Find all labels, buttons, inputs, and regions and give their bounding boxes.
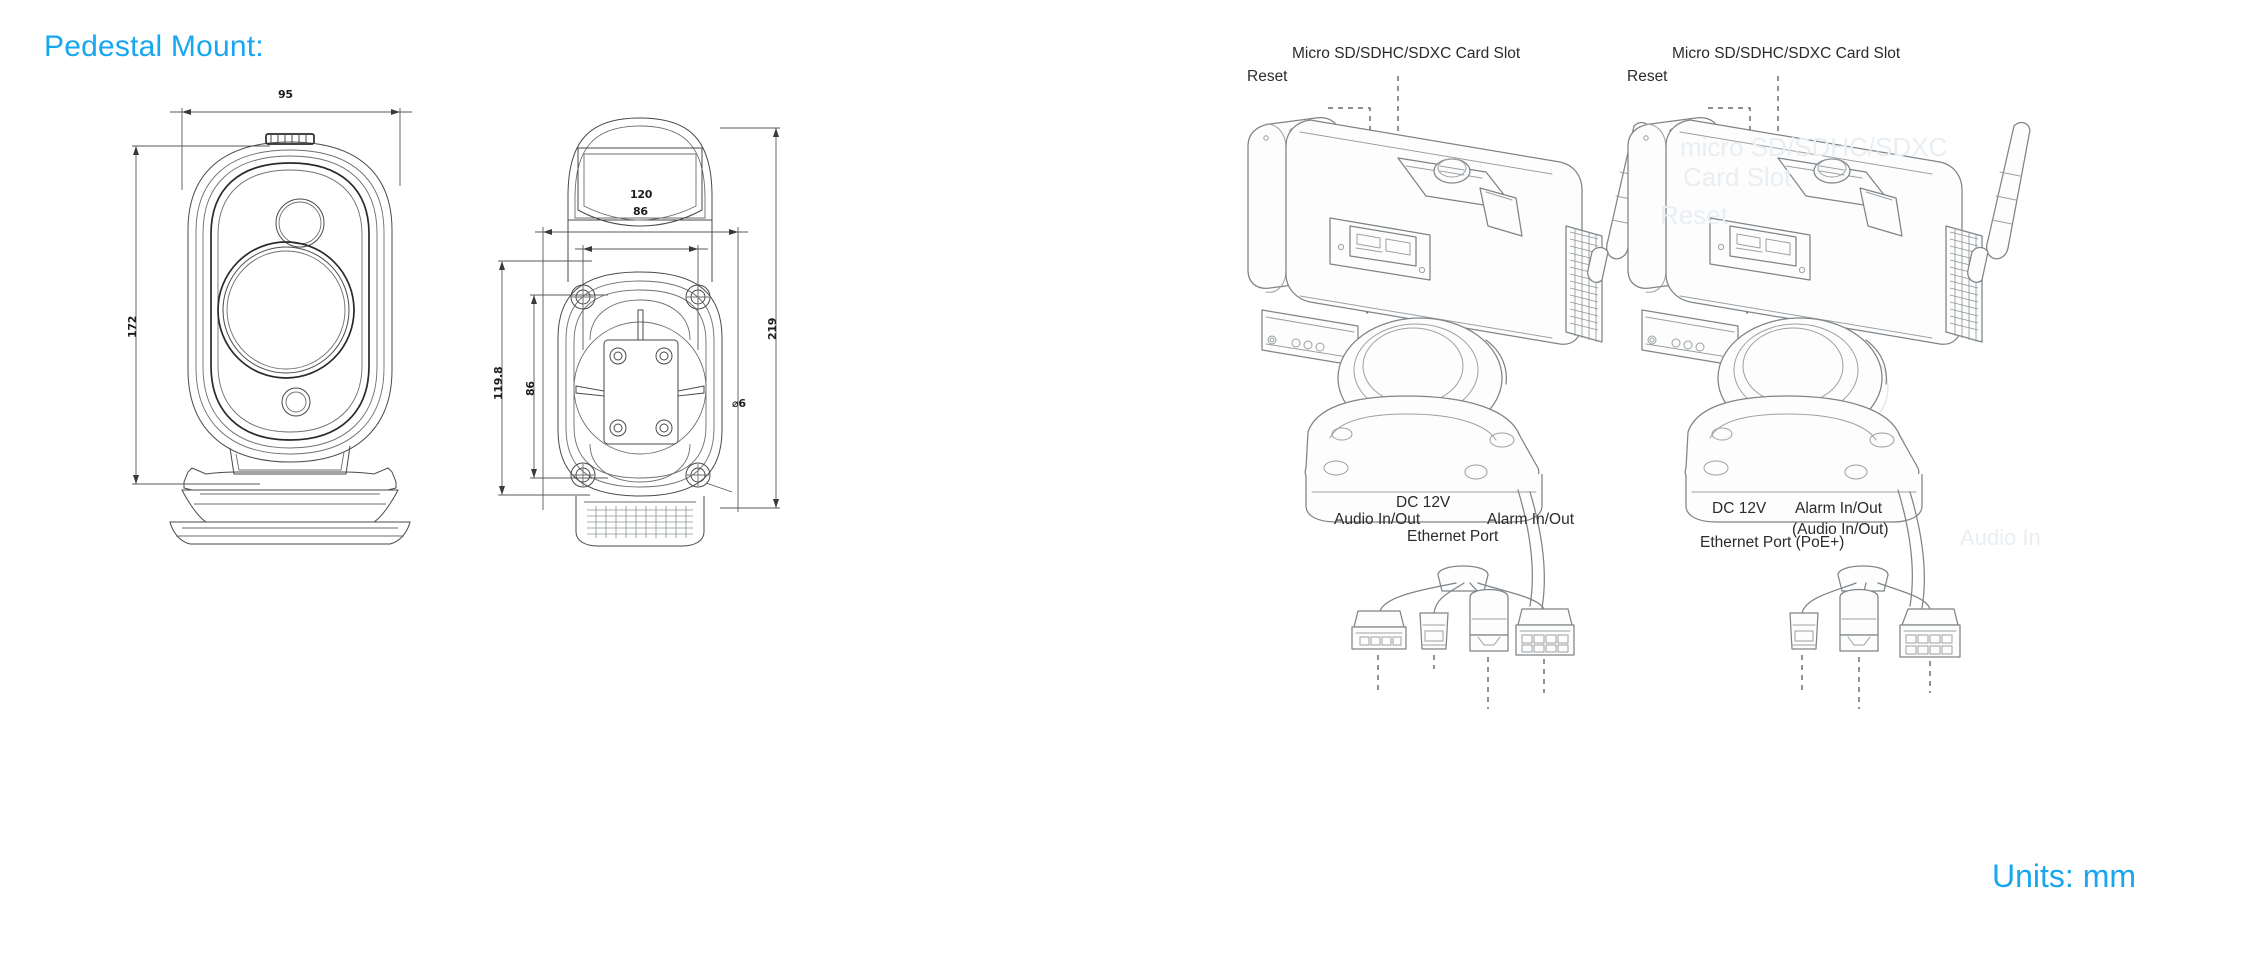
dim-height-172 [132,145,270,485]
callout-ethernet-poe: Ethernet Port (PoE+) [1700,534,1845,551]
top-connector-detail [265,133,315,145]
isometric-poe-svg [1627,76,2031,609]
isometric-view-poe [1610,40,2170,709]
connector-pigtail-poe [1789,565,1961,709]
rear-base-vent [575,496,705,547]
dim-label-rear-width-120: 120 [630,188,653,201]
connector-ethernet [1469,588,1509,652]
dim-label-rear-hole-height-86: 86 [524,381,537,396]
isometric-standard-svg [1247,76,1651,609]
dim-label-hole-diameter: ⌀6 [732,397,746,410]
dim-width-95 [170,108,412,190]
heat-sink [1945,225,1983,343]
rear-hood [567,117,713,282]
dim-outer-width-120 [535,227,748,512]
connector-ethernet-poe [1839,588,1879,652]
dim-height-219 [720,127,780,509]
dim-label-front-width: 95 [278,88,293,101]
cable [1517,489,1545,609]
callout-card-slot-poe: Micro SD/SDHC/SDXC Card Slot [1672,45,1901,62]
camera-neck [229,445,351,475]
lens-assembly [217,241,355,379]
dim-label-rear-height-219: 219 [766,317,779,340]
callout-ethernet-standard: Ethernet Port [1407,528,1499,545]
connector-alarm-audio [1899,608,1961,658]
callout-reset-poe: Reset [1627,68,1668,85]
dim-label-rear-hole-width-86: 86 [633,205,648,218]
page-title: Pedestal Mount: [44,30,264,63]
lower-sensor-circle [281,387,311,417]
rear-elevation-svg [498,117,780,547]
port-recess [1329,217,1431,281]
dim-label-rear-height-119-8: 119.8 [492,366,505,400]
callout-dc12v-poe: DC 12V [1712,500,1767,517]
pedestal-base [169,467,411,545]
ir-sensor-circle [275,198,325,248]
mount-plate-body [557,271,723,497]
leader-hole-diameter [705,482,733,493]
callout-alarm-poe: Alarm In/Out [1795,500,1882,517]
camera-base [1684,395,1923,523]
callout-alarm-sub-poe: (Audio In/Out) [1792,521,1889,538]
callout-reset-standard: Reset [1247,68,1288,85]
port-recess [1709,217,1811,281]
connector-pigtail-standard [1351,565,1575,709]
top-mount-shoe [1777,157,1903,237]
dim-height-119-8 [498,260,592,496]
mount-holes [570,284,711,488]
front-elevation-view: 95 172 [110,70,470,545]
heat-sink [1565,225,1603,343]
connector-alarm [1515,608,1575,656]
callout-dc12v-standard: DC 12V [1396,494,1451,511]
port-cover-plate [1261,309,1359,367]
connector-audio [1351,610,1407,650]
callout-card-slot-standard: Micro SD/SDHC/SDXC Card Slot [1292,45,1521,62]
units-note: Units: mm [1992,858,2136,894]
rear-elevation-view: 120 86 119.8 86 219 ⌀6 [480,100,800,547]
connector-dc12v [1419,612,1449,650]
camera-base [1304,395,1543,523]
isometric-view-standard [1230,40,1790,709]
camera-barrel [1627,117,1963,345]
antenna [1967,121,2031,283]
camera-barrel [1247,117,1583,345]
callout-audio-standard: Audio In/Out [1334,511,1421,528]
top-mount-shoe [1397,157,1523,237]
front-elevation-svg [132,108,412,545]
callout-alarm-standard: Alarm In/Out [1487,511,1574,528]
dim-label-front-height: 172 [126,315,139,338]
connector-dc12v [1789,612,1819,650]
center-bracket [573,299,707,483]
